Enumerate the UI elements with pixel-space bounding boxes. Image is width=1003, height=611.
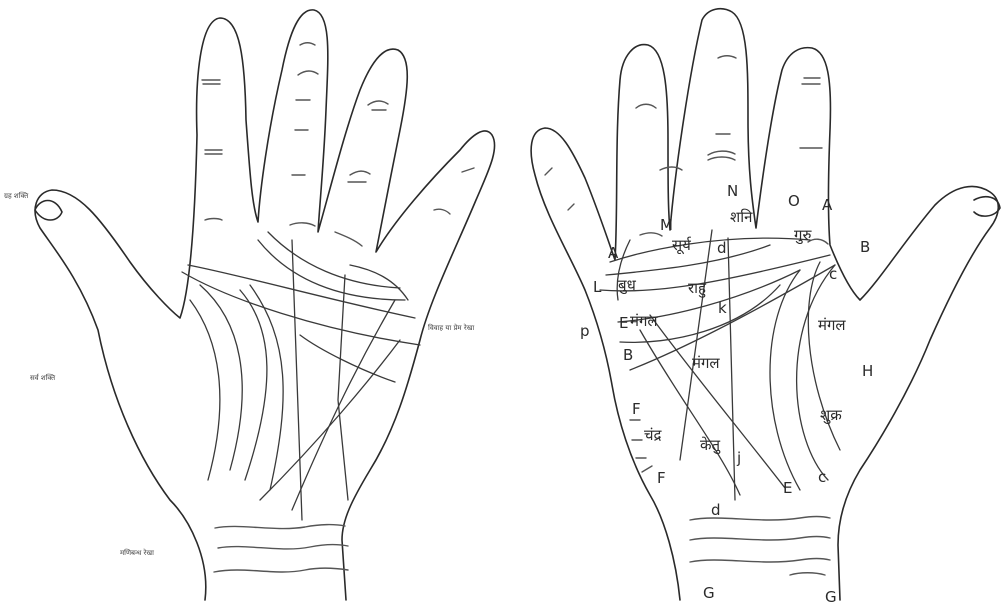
letter-G-right: G <box>825 588 837 606</box>
letter-N: N <box>727 182 738 200</box>
left-label-wrist: मणिबन्ध रेखा <box>120 548 154 557</box>
planet-mangal-right: मंगल <box>818 316 846 334</box>
left-hand: ग्रह शक्ति सर्व शक्ति मणिबन्ध रेखा विवाह… <box>4 10 495 600</box>
letter-j: j <box>736 449 741 467</box>
planet-shukra: शुक्र <box>820 406 842 425</box>
planet-mangal-upper: मंगल <box>630 312 658 330</box>
planet-ketu: केतु <box>700 436 721 455</box>
right-thumb-nail <box>974 197 1000 216</box>
letter-d-bottom: d <box>711 501 721 519</box>
letter-A-top: A <box>822 196 833 214</box>
planet-guru: गुरु <box>794 226 812 245</box>
planet-mangal-middle: मंगल <box>692 354 720 372</box>
left-thumb-nail <box>35 201 62 221</box>
right-wrist-creases <box>690 517 830 576</box>
left-finger-creases <box>202 43 474 246</box>
letter-O: O <box>788 192 800 210</box>
letter-L: L <box>593 278 602 296</box>
left-label-heart-line: विवाह या प्रेम रेखा <box>428 323 474 332</box>
letter-E-left: E <box>619 314 628 332</box>
letter-H: H <box>862 362 873 380</box>
left-wrist-creases <box>214 525 348 572</box>
planet-surya: सूर्य <box>672 236 692 255</box>
left-palm-lines <box>182 232 420 520</box>
right-palm-lines <box>600 230 840 500</box>
letter-p: p <box>580 322 590 340</box>
planet-rahu: राहु <box>688 279 707 298</box>
left-hand-outline <box>35 10 494 600</box>
letter-F-upper: F <box>632 400 641 418</box>
letter-d-top: d <box>717 239 727 257</box>
left-label-palm-side: सर्व शक्ति <box>30 373 56 382</box>
letter-k: k <box>718 299 727 317</box>
letter-c-upper: c <box>829 265 837 283</box>
planet-budh: बुध <box>618 276 637 295</box>
planet-shani: शनि <box>730 208 753 226</box>
letter-B-right: B <box>860 238 870 256</box>
left-label-thumb: ग्रह शक्ति <box>4 191 29 200</box>
letter-A-left: A <box>608 244 619 262</box>
planet-chandra: चंद्र <box>644 426 663 444</box>
right-finger-creases <box>545 56 828 244</box>
letter-M: M <box>660 216 673 234</box>
letter-G-left: G <box>703 584 715 602</box>
right-hand: शनि सूर्य गुरु बुध राहु मंगल मंगल मंगल श… <box>531 9 1000 606</box>
letter-E-bottom: E <box>783 479 792 497</box>
letter-F-lower: F <box>657 469 666 487</box>
letter-c-lower: c <box>818 468 826 486</box>
letter-B-left: B <box>623 346 633 364</box>
